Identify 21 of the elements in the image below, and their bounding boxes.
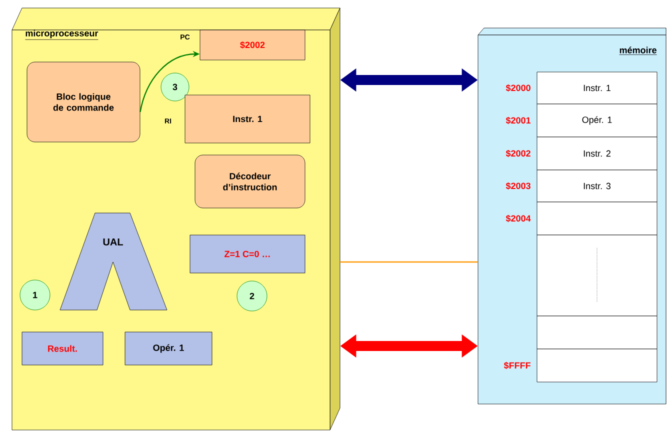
bus-line — [340, 261, 478, 263]
memory-cell: Instr. 1 — [536, 72, 658, 104]
decoder-box: Décodeur d’instruction — [194, 154, 306, 208]
control-block: Bloc logique de commande — [26, 62, 140, 142]
address-label: $2002 — [506, 150, 530, 158]
memory-cell: Instr. 2 — [536, 136, 658, 170]
operand-register: Opér. 1 — [124, 332, 212, 366]
flags-register: Z=1 C=0 … — [190, 234, 306, 274]
result-register: Result. — [22, 332, 104, 366]
register-box: Instr. 1 — [184, 94, 310, 144]
address-label: $FFFF — [504, 362, 530, 370]
address-label: $2003 — [506, 182, 530, 190]
address-label: $2000 — [506, 84, 530, 92]
memory-cell — [536, 202, 658, 236]
register-box: $2002 — [200, 30, 306, 60]
memory-cell — [536, 316, 658, 350]
address-label: $2004 — [506, 214, 531, 222]
address-label: $2001 — [506, 116, 531, 124]
memory-cell: Instr. 3 — [536, 170, 658, 202]
memory-cell: Opér. 1 — [536, 104, 658, 138]
memory-cell — [536, 348, 658, 382]
